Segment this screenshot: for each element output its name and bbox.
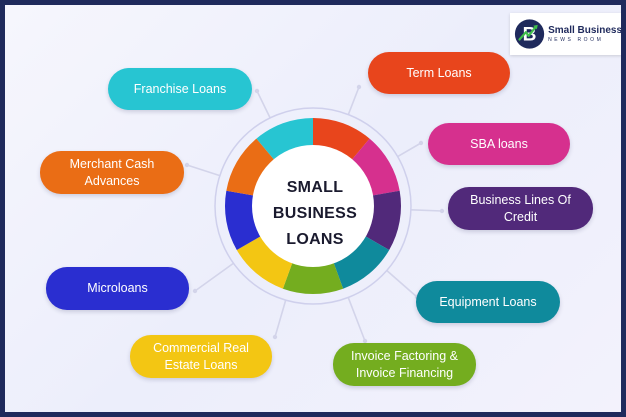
- merchant-cash-advances-segment: [226, 138, 278, 197]
- sba-loans-connector: [397, 142, 422, 158]
- outer-ring: [214, 107, 412, 305]
- color-segment-ring: [225, 118, 402, 294]
- business-lines-of-credit-pill: Business Lines Of Credit: [448, 187, 593, 230]
- sba-loans-pill: SBA loans: [428, 123, 570, 165]
- merchant-cash-advances-label: Merchant Cash Advances: [69, 156, 155, 188]
- logo-subtitle: NEWS ROOM: [548, 36, 604, 43]
- invoice-factoring-connector: [347, 297, 366, 342]
- microloans-pill: Microloans: [46, 267, 189, 310]
- term-loans-label: Term Loans: [406, 65, 472, 80]
- business-lines-of-credit-connector-dot: [439, 208, 445, 214]
- brand-logo: B Small Business NEWS ROOM: [510, 13, 622, 55]
- microloans-connector: [194, 262, 234, 292]
- sba-loans-segment: [348, 138, 400, 197]
- loan-wheel-diagram: [184, 84, 445, 344]
- invoice-factoring-connector-dot: [362, 338, 368, 344]
- term-loans-pill: Term Loans: [368, 52, 510, 94]
- term-loans-connector-dot: [356, 84, 362, 90]
- franchise-loans-pill: Franchise Loans: [108, 68, 252, 110]
- equipment-loans-connector: [386, 269, 418, 298]
- franchise-loans-segment: [256, 118, 313, 164]
- commercial-real-estate-segment: [236, 234, 294, 289]
- business-lines-of-credit-connector: [410, 208, 443, 212]
- invoice-factoring-segment: [282, 258, 344, 294]
- equipment-loans-pill: Equipment Loans: [416, 281, 560, 323]
- equipment-loans-label: Equipment Loans: [439, 294, 537, 309]
- sba-loans-connector-dot: [418, 140, 424, 146]
- business-lines-of-credit-label: Business Lines Of Credit: [470, 192, 571, 224]
- merchant-cash-advances-connector-dot: [184, 162, 190, 168]
- microloans-connector-dot: [192, 288, 198, 294]
- connector-lines: [184, 84, 445, 344]
- merchant-cash-advances-pill: Merchant Cash Advances: [40, 151, 184, 194]
- center-title: SMALL BUSINESS LOANS: [267, 175, 363, 253]
- term-loans-connector: [347, 86, 360, 115]
- invoice-factoring-label: Invoice Factoring & Invoice Financing: [351, 348, 458, 380]
- franchise-loans-connector-dot: [254, 88, 260, 94]
- logo-wordmark: Small Business NEWS ROOM: [548, 24, 622, 43]
- center-title-line-2: BUSINESS: [272, 205, 358, 222]
- commercial-real-estate-connector: [274, 299, 287, 338]
- center-disc: [252, 145, 374, 267]
- term-loans-segment: [313, 118, 370, 164]
- franchise-loans-connector: [256, 90, 271, 119]
- center-title-line-3: LOANS: [286, 231, 344, 248]
- franchise-loans-label: Franchise Loans: [133, 81, 227, 96]
- logo-title: Small Business: [548, 24, 622, 36]
- commercial-real-estate-pill: Commercial Real Estate Loans: [130, 335, 272, 378]
- commercial-real-estate-label: Commercial Real Estate Loans: [153, 340, 249, 372]
- logo-b-icon: B: [514, 19, 545, 49]
- commercial-real-estate-connector-dot: [272, 334, 278, 340]
- invoice-factoring-pill: Invoice Factoring & Invoice Financing: [333, 343, 476, 386]
- center-title-line-1: SMALL: [286, 179, 344, 196]
- equipment-loans-segment: [332, 234, 390, 289]
- sba-loans-label: SBA loans: [470, 136, 528, 151]
- microloans-label: Microloans: [87, 281, 148, 295]
- merchant-cash-advances-connector: [186, 164, 221, 177]
